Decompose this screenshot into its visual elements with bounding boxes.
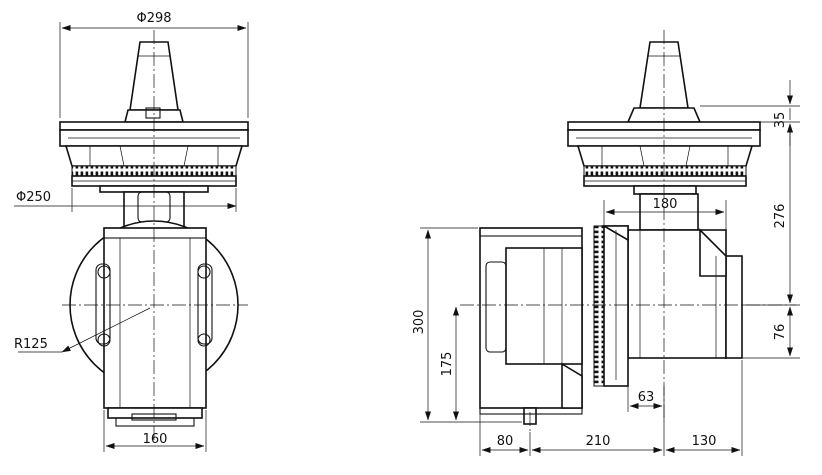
dim-width-160: 160 [143, 432, 168, 447]
dim-height-175: 175 [440, 352, 455, 377]
dim-height-76: 76 [773, 324, 788, 341]
front-view [59, 30, 249, 440]
dim-radius-125: R125 [14, 337, 48, 352]
dim-dia-250: Φ250 [16, 190, 51, 205]
dim-length-130: 130 [692, 434, 717, 449]
dim-width-180: 180 [653, 197, 678, 212]
side-view [460, 30, 796, 432]
side-view-dimensions: 35 276 76 180 300 175 63 80 210 130 [412, 80, 800, 456]
dim-dia-298: Φ298 [136, 11, 171, 26]
dim-length-210: 210 [586, 434, 611, 449]
dim-length-80: 80 [497, 434, 514, 449]
front-view-dimensions: Φ298 Φ250 R125 160 [14, 11, 249, 452]
dim-length-63: 63 [638, 390, 655, 405]
dim-height-300: 300 [412, 310, 427, 335]
dim-height-276: 276 [773, 204, 788, 229]
dim-height-35: 35 [773, 112, 788, 129]
